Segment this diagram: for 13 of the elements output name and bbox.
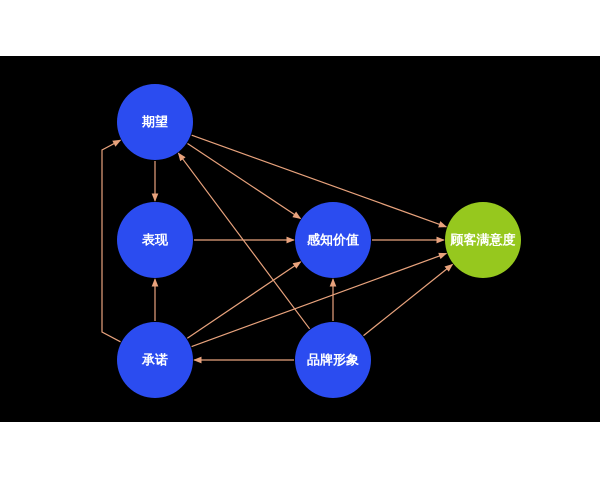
arrow — [152, 161, 158, 202]
arrow — [101, 140, 122, 342]
arrow — [372, 236, 445, 244]
arrow — [192, 134, 448, 228]
arrow — [187, 143, 302, 219]
arrow — [152, 278, 158, 321]
arrow — [330, 278, 336, 321]
arrow — [186, 261, 302, 339]
arrow — [191, 252, 448, 348]
arrow — [178, 152, 310, 330]
arrow — [193, 356, 294, 364]
arrow — [363, 264, 454, 336]
arrow — [194, 236, 295, 244]
